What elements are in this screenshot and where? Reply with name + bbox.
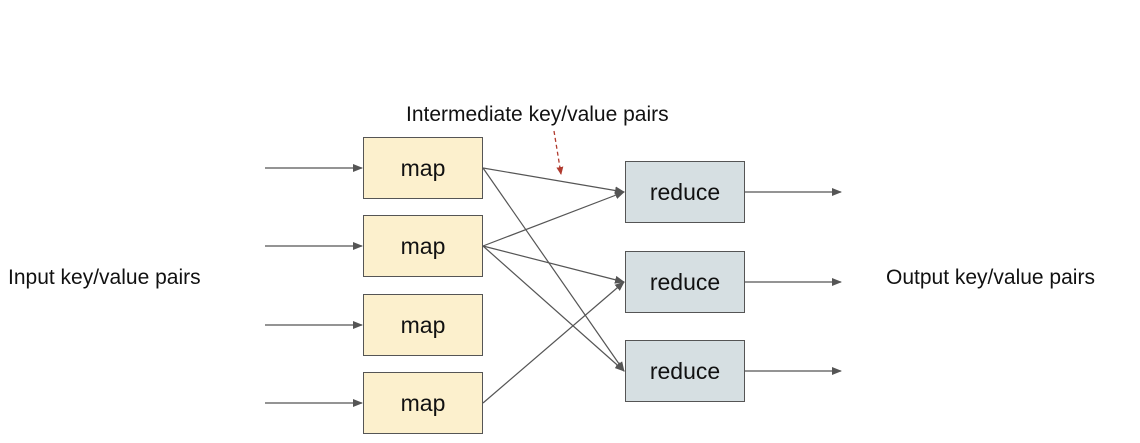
shuffle-arrow-map1-reduce3	[482, 167, 625, 372]
reduce-box-2: reduce	[625, 251, 745, 313]
shuffle-arrow-map2-reduce2	[482, 245, 625, 284]
intermediate-pairs-label: Intermediate key/value pairs	[406, 103, 669, 126]
shuffle-arrow-map2-reduce3	[482, 245, 625, 372]
shuffle-arrow-map1-reduce1	[482, 167, 625, 195]
shuffle-arrow-map2-reduce1	[482, 191, 625, 247]
reduce-box-3: reduce	[625, 340, 745, 402]
input-pairs-label: Input key/value pairs	[8, 266, 201, 289]
map-box-4: map	[363, 372, 483, 434]
map-box-3: map	[363, 294, 483, 356]
intermediate-pointer-arrow	[553, 130, 564, 175]
map-box-1: map	[363, 137, 483, 199]
shuffle-arrow-map4-reduce2	[482, 281, 625, 404]
output-pairs-label: Output key/value pairs	[886, 266, 1095, 289]
reduce-box-1: reduce	[625, 161, 745, 223]
map-box-2: map	[363, 215, 483, 277]
